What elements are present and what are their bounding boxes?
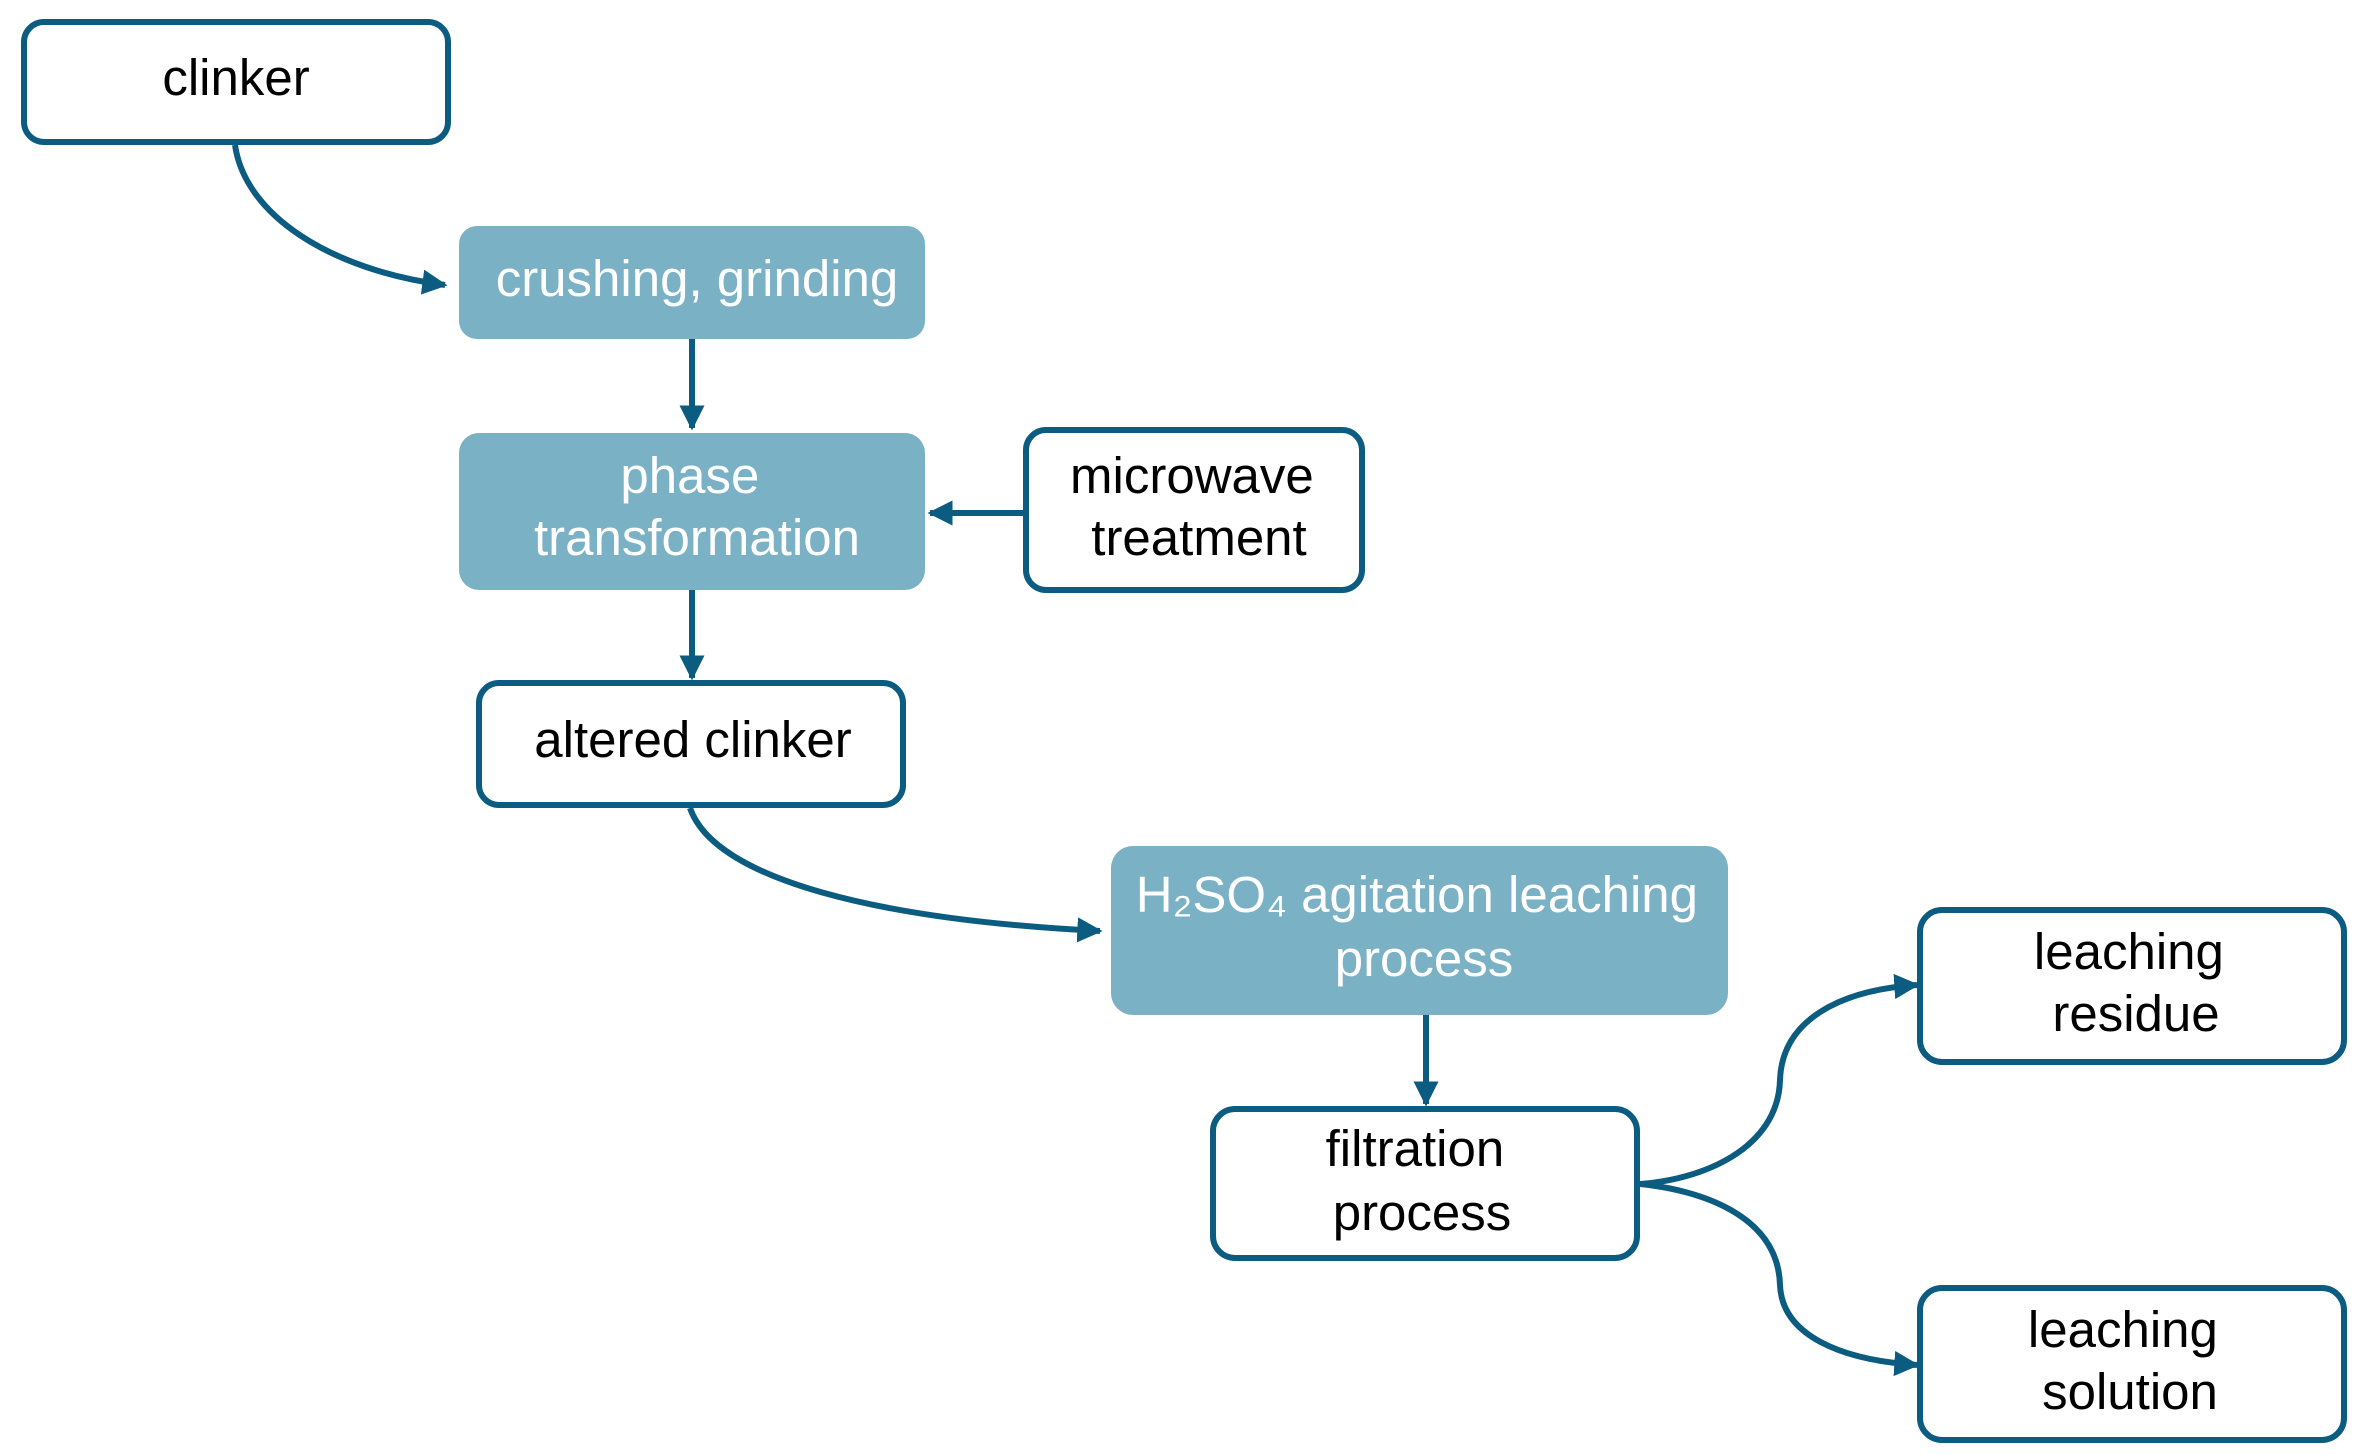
node-solution-line-1: leaching <box>2028 1301 2218 1358</box>
node-phase-text: phase transformation <box>534 447 860 566</box>
node-leaching-process-text: H₂SO₄ agitation leaching process <box>1136 866 1712 987</box>
node-clinker-line-1: clinker <box>162 49 309 106</box>
edges <box>232 144 1920 1377</box>
node-microwave-text: microwave treatment <box>1070 447 1328 566</box>
node-filtration-box <box>1210 1106 1640 1261</box>
edge-filtration-to-residue <box>1639 973 1920 1187</box>
node-altered: altered clinker <box>476 680 906 808</box>
node-solution-line-2: solution <box>2042 1363 2218 1420</box>
node-microwave-box <box>1023 427 1365 593</box>
node-altered-text: altered clinker <box>534 711 851 768</box>
node-clinker-box <box>21 19 451 145</box>
edge-filtration-to-solution <box>1639 1181 1920 1377</box>
node-altered-line-1: altered clinker <box>534 711 851 768</box>
node-microwave-line-2: treatment <box>1091 509 1306 566</box>
node-solution-box <box>1917 1285 2347 1443</box>
node-filtration-line-1: filtration <box>1326 1120 1505 1177</box>
node-crushing-line-1: crushing, grinding <box>496 250 899 307</box>
nodes: clinker crushing, grinding phase transfo… <box>21 19 2347 1443</box>
node-solution: leaching solution <box>1917 1285 2347 1443</box>
node-clinker-text: clinker <box>162 49 309 106</box>
node-clinker: clinker <box>21 19 451 145</box>
node-filtration-line-2: process <box>1333 1184 1512 1241</box>
node-microwave-line-1: microwave <box>1070 447 1314 504</box>
node-phase-line-2: transformation <box>534 509 860 566</box>
node-filtration-text: filtration process <box>1326 1120 1519 1241</box>
node-residue-box <box>1917 907 2347 1065</box>
node-leaching-process: H₂SO₄ agitation leaching process <box>1111 846 1728 1015</box>
node-microwave: microwave treatment <box>1023 427 1365 593</box>
node-leaching-process-line-1: H₂SO₄ agitation leaching <box>1136 866 1698 923</box>
node-residue: leaching residue <box>1917 907 2347 1065</box>
node-crushing-box <box>459 226 925 339</box>
edge-altered-to-leaching-process <box>687 806 1103 943</box>
node-altered-box <box>476 680 906 808</box>
node-solution-text: leaching solution <box>2028 1301 2232 1420</box>
node-residue-text: leaching residue <box>2034 923 2238 1042</box>
node-residue-line-2: residue <box>2052 985 2219 1042</box>
node-phase: phase transformation <box>459 433 925 590</box>
node-crushing: crushing, grinding <box>459 226 925 339</box>
node-leaching-process-line-2: process <box>1335 930 1514 987</box>
node-phase-line-1: phase <box>620 447 759 504</box>
node-filtration: filtration process <box>1210 1106 1640 1261</box>
edge-clinker-to-crushing <box>232 144 448 295</box>
node-phase-box <box>459 433 925 590</box>
node-leaching-process-box <box>1111 846 1728 1015</box>
node-crushing-text: crushing, grinding <box>496 250 899 307</box>
node-residue-line-1: leaching <box>2034 923 2224 980</box>
